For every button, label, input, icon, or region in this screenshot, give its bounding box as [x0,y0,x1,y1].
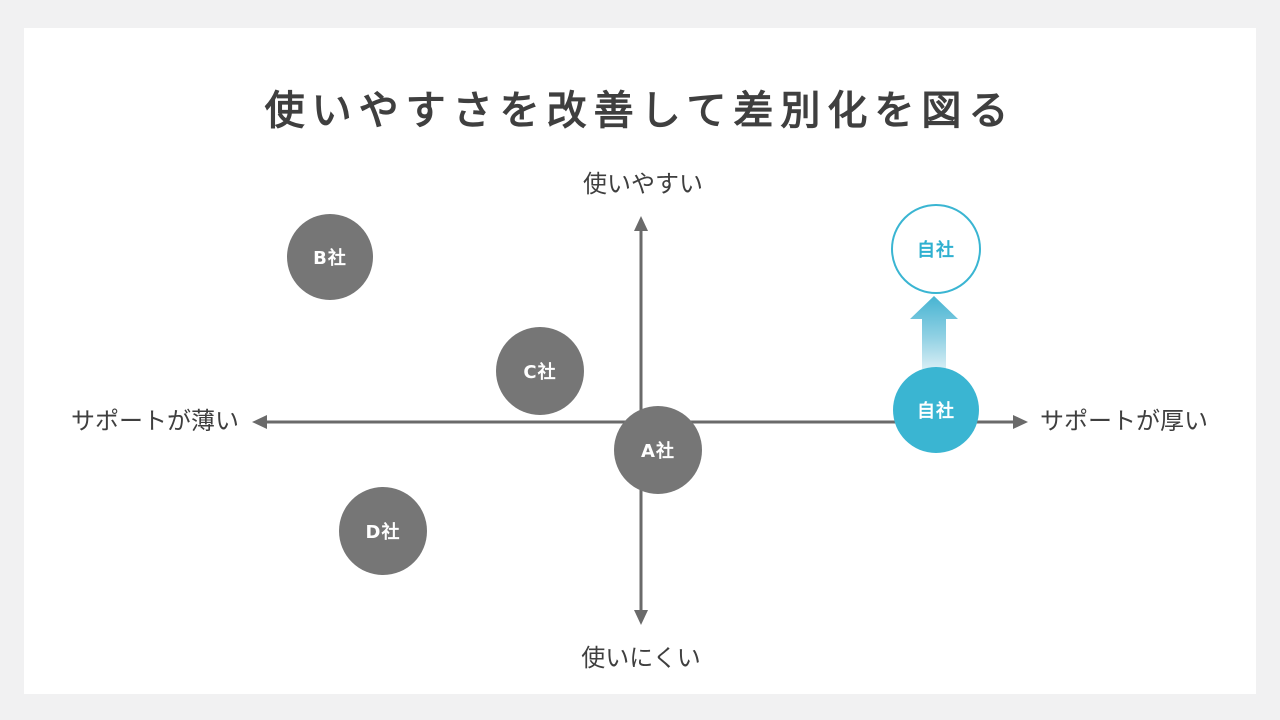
y-axis-top-arrowhead [634,216,648,231]
bubble-company-d: D社 [339,487,427,575]
axis-label-bottom: 使いにくい [581,644,701,672]
bubble-self-target: 自社 [891,204,981,294]
bubble-company-c: C社 [496,327,584,415]
axis-label-top: 使いやすい [583,170,703,198]
x-axis-right-arrowhead [1013,415,1028,429]
axis-label-right: サポートが厚い [1040,407,1208,435]
bubble-self-current-label: 自社 [917,401,955,422]
bubble-company-c-label: C社 [523,362,557,383]
bubble-company-b-label: B社 [313,248,347,269]
y-axis-bottom-arrowhead [634,610,648,625]
x-axis-left-arrowhead [252,415,267,429]
bubble-self-current: 自社 [893,367,979,453]
axes-and-arrow-graphic [252,216,1028,625]
bubble-company-a: A社 [614,406,702,494]
bubble-company-a-label: A社 [641,441,675,462]
axis-label-left: サポートが薄い [71,407,239,435]
bubble-self-target-label: 自社 [917,240,955,261]
bubble-company-d-label: D社 [365,522,401,543]
bubble-company-b: B社 [287,214,373,300]
slide: 使いやすさを改善して差別化を図る 使いやすい 使いにくい サポート [24,28,1256,694]
improvement-up-arrow [910,296,958,369]
slide-title: 使いやすさを改善して差別化を図る [264,88,1016,134]
